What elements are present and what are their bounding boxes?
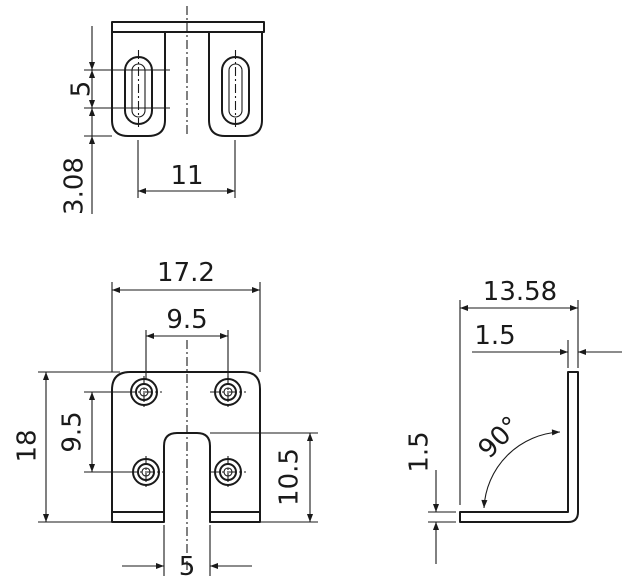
dim-slot-width-label: 5 [179,552,196,582]
dim-slot-height-label: 10.5 [275,448,305,506]
front-view: 17.2 9.5 18 9.5 10.5 5 [13,258,318,582]
dim-hole-spacing-x-label: 9.5 [166,305,207,335]
dim-angle-arc [481,429,561,509]
dim-angle-label: 90° [473,411,527,465]
front-flange-left [111,511,165,523]
dim-hole-spacing-y-label: 9.5 [58,411,88,452]
dim-overall-depth-label: 13.58 [483,277,557,307]
top-left-tab [111,31,166,137]
dim-thickness-left-label: 1.5 [405,431,435,472]
dim-slot-spacing-label: 11 [170,161,203,191]
dim-slot-offset-label: 3.08 [60,157,90,215]
side-view: 13.58 1.5 1.5 90° [405,277,622,564]
front-plate-outline [111,371,261,513]
front-flange-right [209,511,261,523]
dim-thickness-top-label: 1.5 [474,321,515,351]
top-view: 5 3.08 11 [60,6,265,215]
side-l-profile [459,371,579,523]
top-flange [111,21,265,33]
dim-overall-width-label: 17.2 [157,258,215,288]
dim-overall-height-label: 18 [13,429,43,462]
top-right-tab [208,31,263,137]
dim-slot-length-label: 5 [67,81,97,98]
